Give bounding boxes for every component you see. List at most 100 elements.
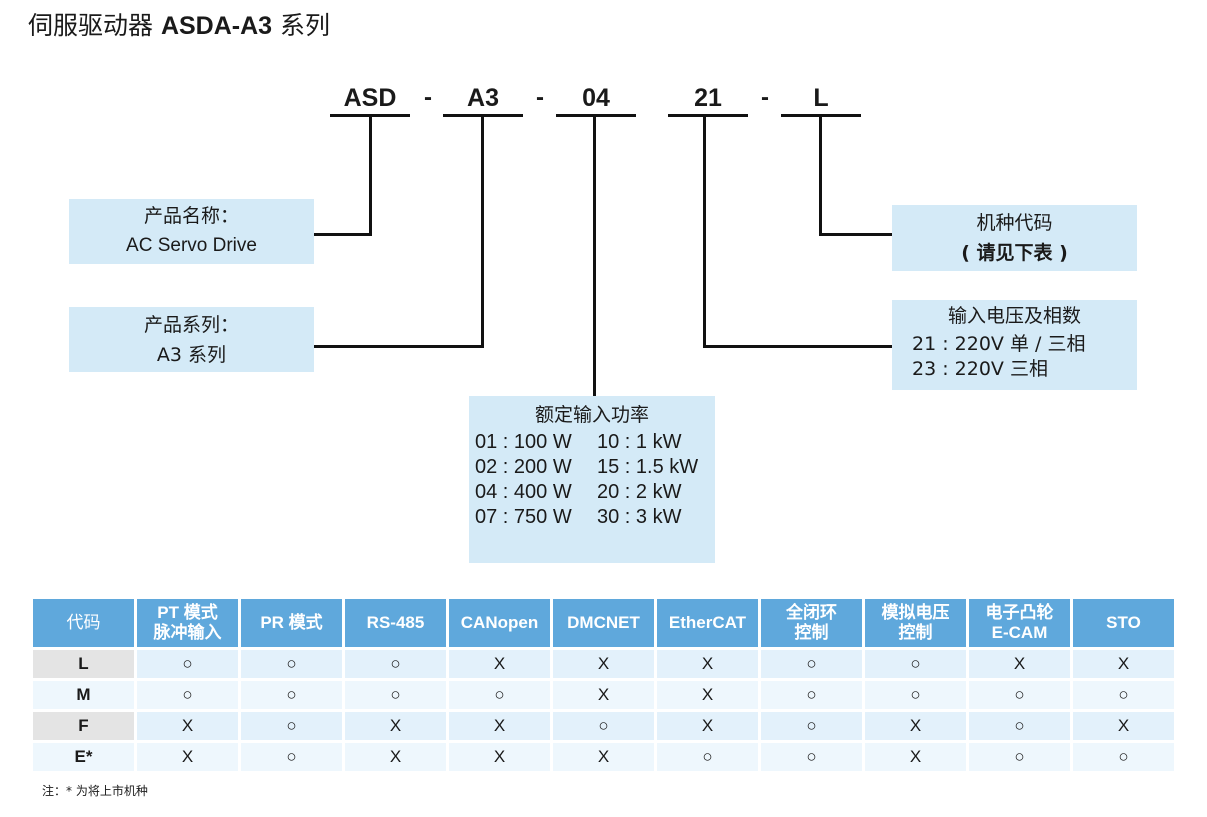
table-cell: ○ bbox=[761, 743, 862, 771]
connector-voltage-h bbox=[703, 345, 892, 348]
connector-series bbox=[481, 114, 484, 348]
table-cell: X bbox=[865, 743, 966, 771]
table-cell: ○ bbox=[761, 681, 862, 709]
model-type-label: 机种代码 bbox=[976, 212, 1053, 234]
rated-power-row: 01 : 100 W 10 : 1 kW bbox=[475, 430, 698, 455]
page-title: 伺服驱动器 ASDA-A3 系列 bbox=[28, 11, 331, 40]
code-segment-voltage: 21 bbox=[668, 82, 748, 117]
product-name-value: AC Servo Drive bbox=[126, 235, 257, 256]
table-cell: ○ bbox=[761, 712, 862, 740]
table-cell: ○ bbox=[137, 650, 238, 678]
connector-model-h bbox=[819, 233, 892, 236]
product-name-box: 产品名称： AC Servo Drive bbox=[69, 199, 314, 264]
table-cell: X bbox=[449, 743, 550, 771]
code-segment-asd: ASD bbox=[330, 82, 410, 117]
product-series-box: 产品系列： A3 系列 bbox=[69, 307, 314, 372]
table-cell: X bbox=[657, 681, 758, 709]
rated-power-option: 10 : 1 kW bbox=[597, 431, 682, 453]
code-segment-power: 04 bbox=[556, 82, 636, 117]
code-segment-series: A3 bbox=[443, 82, 523, 117]
model-type-note: ( 请见下表 ) bbox=[961, 242, 1068, 264]
rated-power-option: 07 : 750 W bbox=[475, 506, 572, 528]
row-code: E* bbox=[33, 743, 134, 771]
table-cell: ○ bbox=[345, 650, 446, 678]
code-dash-3: - bbox=[761, 84, 769, 111]
column-header: CANopen bbox=[449, 599, 550, 647]
connector-voltage bbox=[703, 114, 706, 348]
voltage-option-21: 21 : 220V 单 / 三相 bbox=[912, 333, 1086, 355]
table-cell: ○ bbox=[865, 650, 966, 678]
table-cell: ○ bbox=[241, 681, 342, 709]
row-code: M bbox=[33, 681, 134, 709]
table-cell: X bbox=[553, 681, 654, 709]
table-cell: X bbox=[865, 712, 966, 740]
table-cell: ○ bbox=[761, 650, 862, 678]
rated-power-option: 02 : 200 W bbox=[475, 456, 572, 478]
table-cell: X bbox=[553, 650, 654, 678]
rated-power-option: 01 : 100 W bbox=[475, 431, 572, 453]
column-header: RS-485 bbox=[345, 599, 446, 647]
column-header: EtherCAT bbox=[657, 599, 758, 647]
connector-asd bbox=[369, 114, 372, 236]
table-cell: ○ bbox=[969, 712, 1070, 740]
table-cell: X bbox=[1073, 712, 1174, 740]
table-cell: X bbox=[657, 650, 758, 678]
connector-power bbox=[593, 114, 596, 396]
footnote: 注：* 为将上市机种 bbox=[42, 784, 148, 798]
table-cell: ○ bbox=[241, 650, 342, 678]
table-cell: ○ bbox=[345, 681, 446, 709]
rated-power-option: 04 : 400 W bbox=[475, 481, 572, 503]
table-cell: X bbox=[449, 650, 550, 678]
table-cell: X bbox=[345, 743, 446, 771]
table-cell: X bbox=[449, 712, 550, 740]
table-cell: X bbox=[137, 712, 238, 740]
product-series-value: A3 系列 bbox=[156, 344, 227, 366]
rated-power-header: 额定输入功率 bbox=[534, 404, 649, 426]
connector-asd-h bbox=[314, 233, 372, 236]
rated-power-table: 01 : 100 W 10 : 1 kW 02 : 200 W 15 : 1.5 kW… bbox=[475, 430, 698, 530]
table-cell: X bbox=[1073, 650, 1174, 678]
rated-power-row: 07 : 750 W 30 : 3 kW bbox=[475, 505, 698, 530]
product-series-label: 产品系列： bbox=[143, 314, 239, 336]
table-cell: X bbox=[553, 743, 654, 771]
connector-model bbox=[819, 114, 822, 236]
table-cell: X bbox=[137, 743, 238, 771]
table-cell: ○ bbox=[1073, 681, 1174, 709]
table-cell: ○ bbox=[969, 681, 1070, 709]
table-cell: X bbox=[345, 712, 446, 740]
column-header: STO bbox=[1073, 599, 1174, 647]
table-cell: ○ bbox=[969, 743, 1070, 771]
rated-power-option: 30 : 3 kW bbox=[597, 506, 682, 528]
column-header: PT 模式脉冲输入 bbox=[137, 599, 238, 647]
code-dash-2: - bbox=[536, 84, 544, 111]
table-cell: ○ bbox=[137, 681, 238, 709]
table-cell: ○ bbox=[553, 712, 654, 740]
column-header: 全闭环控制 bbox=[761, 599, 862, 647]
table-cell: ○ bbox=[241, 743, 342, 771]
table-cell: ○ bbox=[657, 743, 758, 771]
rated-power-row: 02 : 200 W 15 : 1.5 kW bbox=[475, 455, 698, 480]
product-name-label: 产品名称： bbox=[143, 205, 239, 227]
rated-power-row: 04 : 400 W 20 : 2 kW bbox=[475, 480, 698, 505]
code-segment-model: L bbox=[781, 82, 861, 117]
voltage-box: 输入电压及相数 21 : 220V 单 / 三相 23 : 220V 三相 bbox=[892, 300, 1137, 390]
column-header: DMCNET bbox=[553, 599, 654, 647]
column-header: 模拟电压控制 bbox=[865, 599, 966, 647]
column-header: 代码 bbox=[33, 599, 134, 647]
table-cell: ○ bbox=[449, 681, 550, 709]
table-cell: ○ bbox=[1073, 743, 1174, 771]
connector-series-h bbox=[314, 345, 484, 348]
voltage-option-23: 23 : 220V 三相 bbox=[912, 358, 1048, 380]
code-dash-1: - bbox=[424, 84, 432, 111]
rated-power-option: 20 : 2 kW bbox=[597, 481, 682, 503]
rated-power-box: 额定输入功率 01 : 100 W 10 : 1 kW 02 : 200 W 15 :… bbox=[469, 396, 715, 563]
column-header: PR 模式 bbox=[241, 599, 342, 647]
voltage-label: 输入电压及相数 bbox=[947, 305, 1081, 327]
rated-power-option: 15 : 1.5 kW bbox=[597, 456, 699, 478]
